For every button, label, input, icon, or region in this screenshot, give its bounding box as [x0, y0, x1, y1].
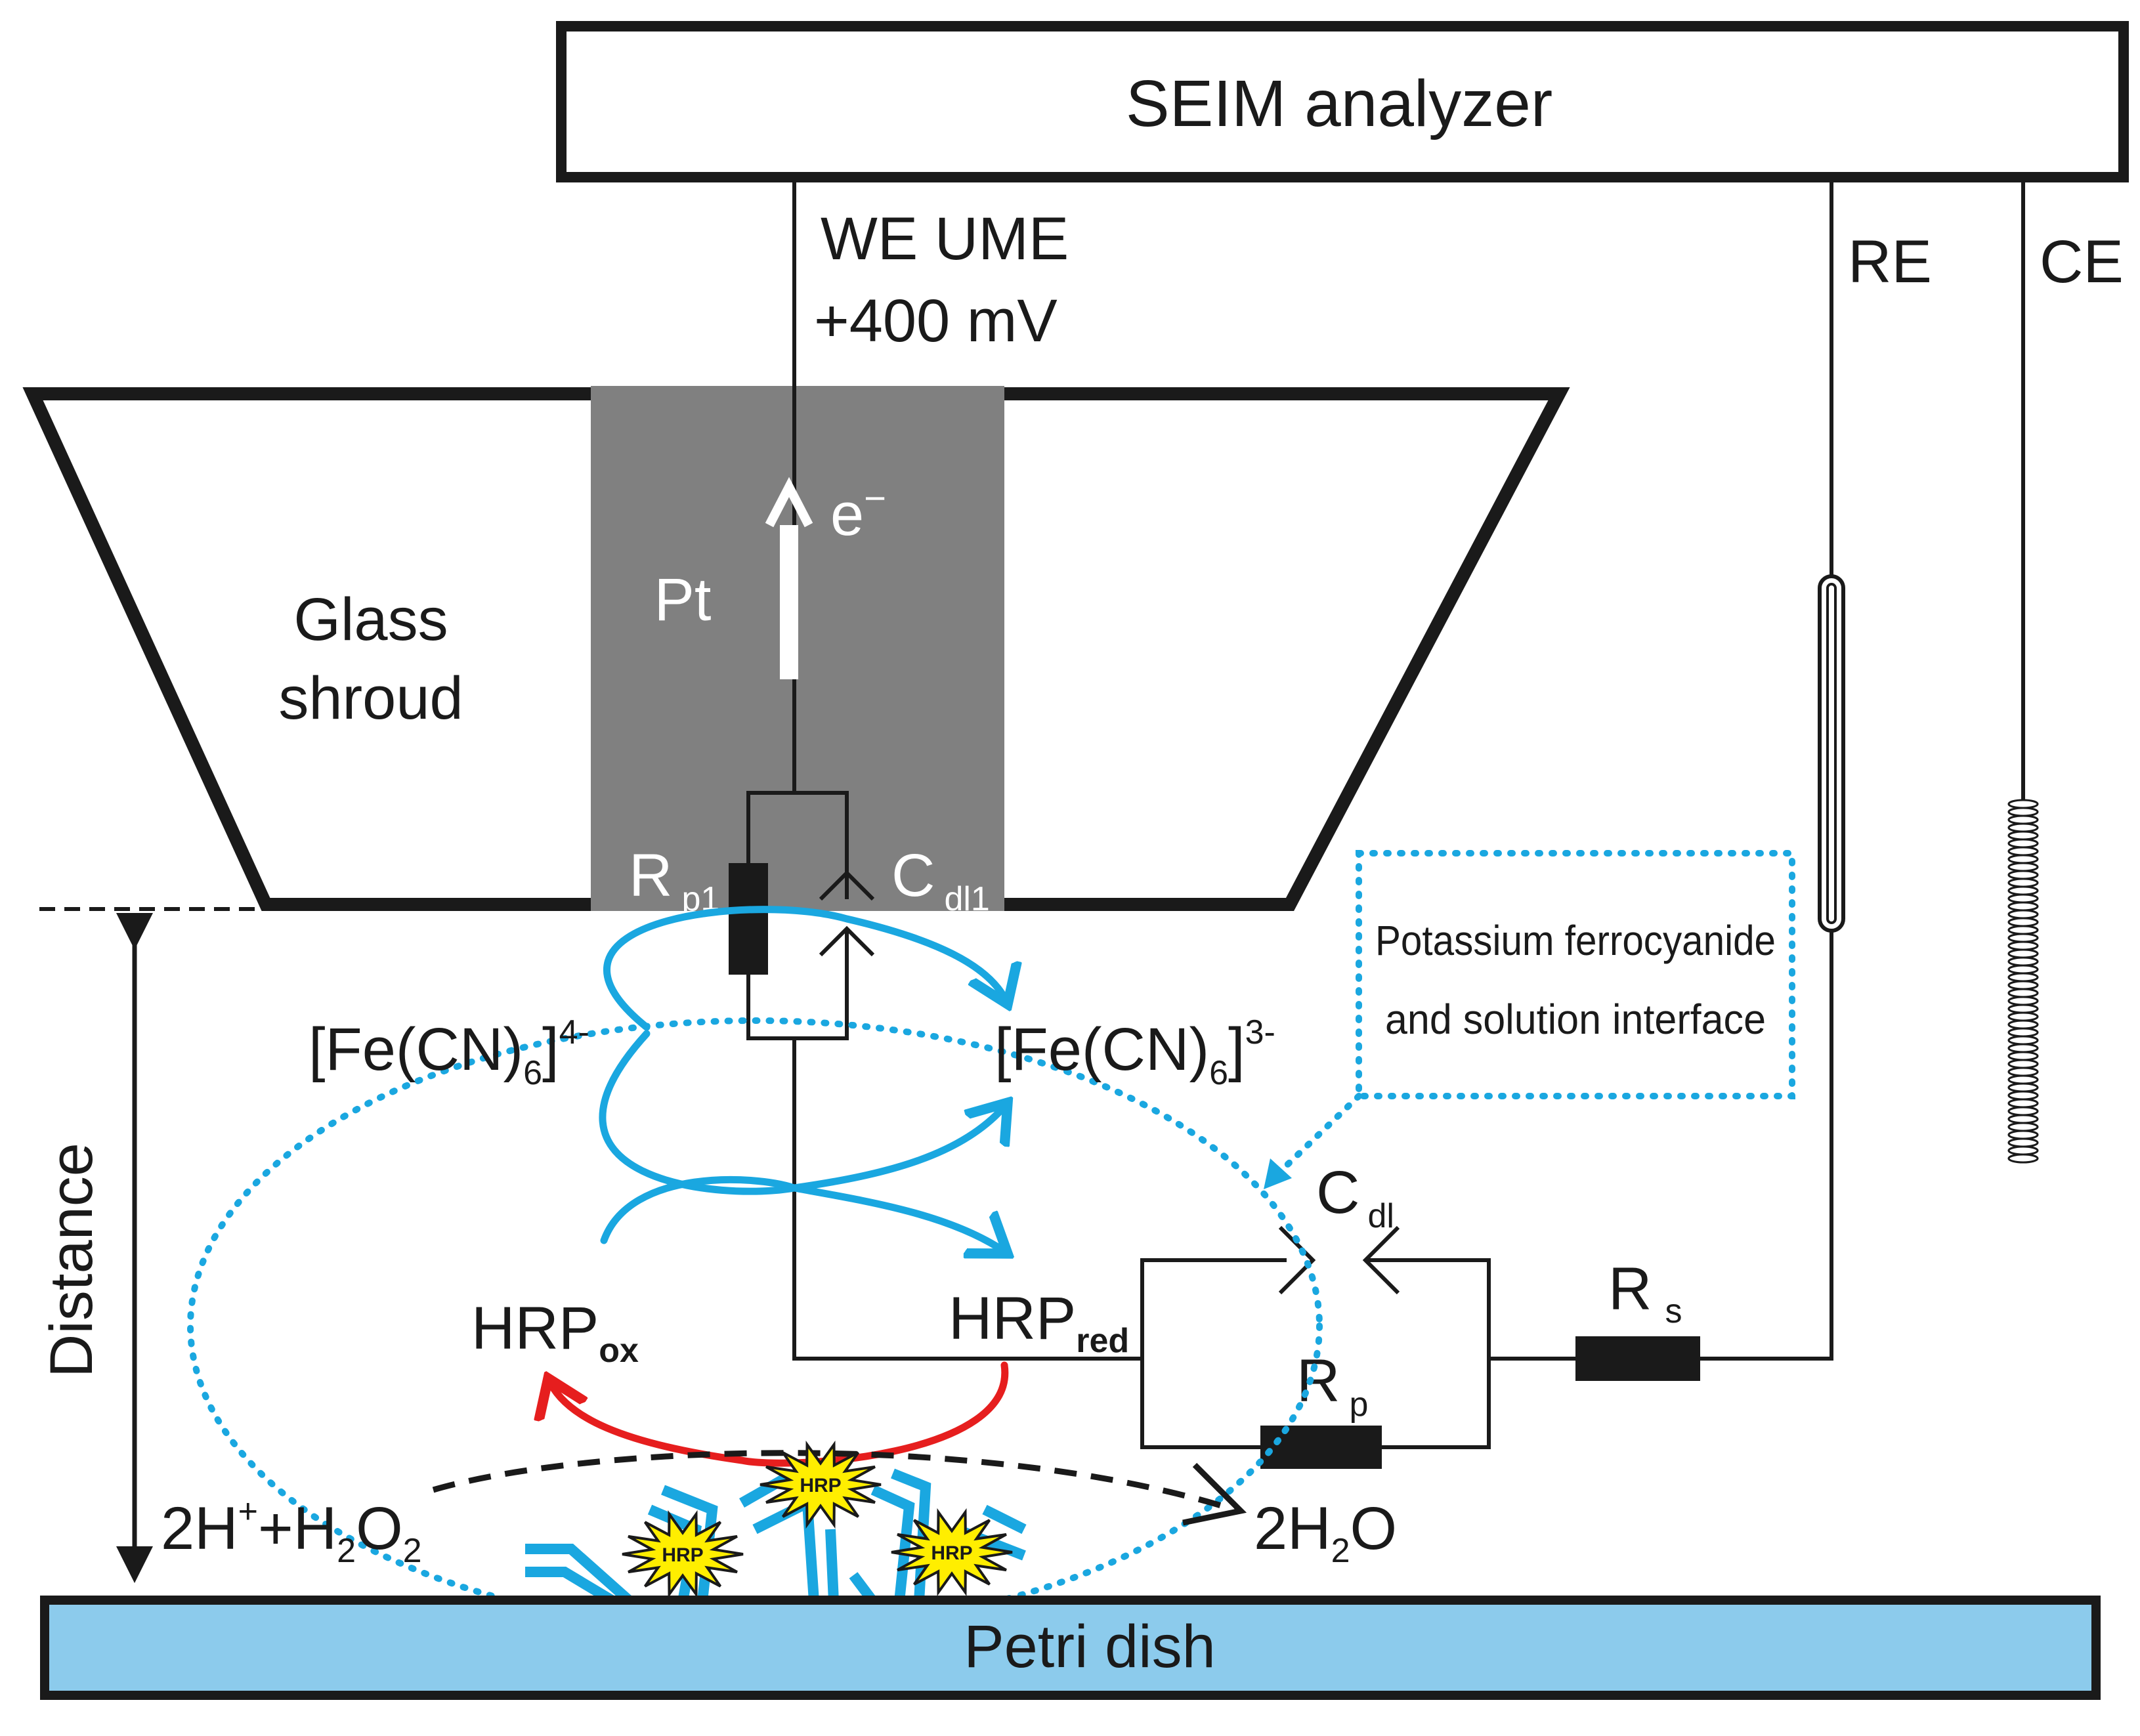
coil-turn	[2007, 972, 2039, 983]
interface-callout-line2: and solution interface	[1385, 996, 1766, 1043]
hrp-star-label: HRP	[662, 1544, 703, 1566]
rp1-resistor	[729, 863, 768, 975]
counter-electrode-coil	[2007, 799, 2039, 1164]
coil-turn	[2007, 956, 2039, 967]
peroxide-reaction-arrow	[432, 1450, 1235, 1513]
shroud-label-line2: shroud	[278, 665, 463, 732]
ferricyanide-label: [Fe(CN)6]3-	[995, 1013, 1275, 1092]
coil-turn	[2007, 799, 2039, 809]
shroud-label-line1: Glass	[293, 586, 448, 653]
coil-turn	[2007, 1090, 2039, 1101]
coil-turn	[2007, 901, 2039, 912]
petri-dish	[40, 1596, 2101, 1700]
interface-callout-pointer	[1273, 1093, 1362, 1178]
coil-turn	[2007, 925, 2039, 935]
coil-turn	[2007, 1027, 2039, 1038]
coil-turn	[2007, 1122, 2039, 1132]
coil-turn	[2007, 862, 2039, 872]
coil-turn	[2007, 1145, 2039, 1156]
coil-turn	[2007, 1153, 2039, 1164]
rs-resistor	[1575, 1336, 1700, 1381]
coil-turn	[2007, 822, 2039, 833]
ce-label: CE	[2040, 228, 2124, 295]
hrp-star-burst	[891, 1508, 1013, 1597]
coil-turn	[2007, 1098, 2039, 1109]
reactants-label: 2H++H2O2	[161, 1493, 422, 1570]
coil-turn	[2007, 1043, 2039, 1053]
coil-turn	[2007, 948, 2039, 959]
coil-turn	[2007, 807, 2039, 817]
pt-label: Pt	[654, 566, 712, 633]
coil-turn	[2007, 1035, 2039, 1046]
cdl-rp-circuit	[1140, 925, 1833, 1449]
coil-turn	[2007, 1082, 2039, 1093]
reference-electrode	[1818, 574, 1845, 933]
re-label: RE	[1848, 228, 1932, 295]
seim-analyzer-box: SEIM analyzer	[556, 21, 2129, 182]
coil-turn	[2007, 941, 2039, 951]
coil-turn	[2007, 933, 2039, 943]
coil-turn	[2007, 870, 2039, 880]
coil-turn	[2007, 830, 2039, 841]
coil-turn	[2007, 909, 2039, 920]
coil-turn	[2007, 996, 2039, 1006]
coil-turn	[2007, 1137, 2039, 1148]
hrp-enzymes: HRP HRP HRP	[622, 1440, 1013, 1599]
petri-dish-label: Petri dish	[964, 1613, 1216, 1680]
rp1-cdl1-circuit	[746, 791, 875, 1040]
hrp-star-burst	[622, 1510, 744, 1599]
coil-turn	[2007, 988, 2039, 998]
hrp-ox-label: HRPox	[471, 1295, 639, 1370]
interface-callout-arrowhead	[1264, 1158, 1292, 1189]
hrp-star-label: HRP	[800, 1475, 841, 1496]
electron-flow-arrow	[765, 476, 813, 679]
distance-label: Distance	[38, 1143, 105, 1378]
coil-turn	[2007, 878, 2039, 888]
coil-turn	[2007, 1067, 2039, 1077]
coil-turn	[2007, 1059, 2039, 1069]
coil-turn	[2007, 846, 2039, 857]
interface-callout-line1: Potassium ferrocyanide	[1375, 917, 1776, 964]
peroxide-arrowhead	[1182, 1462, 1247, 1526]
hrp-star-burst	[760, 1440, 882, 1529]
rp-resistor	[1260, 1426, 1382, 1469]
hrp-red-label: HRPred	[949, 1285, 1129, 1360]
coil-turn	[2007, 893, 2039, 904]
coil-turn	[2007, 1051, 2039, 1061]
hrp-star-label: HRP	[931, 1542, 972, 1564]
we-potential-label: +400 mV	[814, 287, 1058, 354]
hrp-reduction-arrow	[548, 1361, 1009, 1467]
seim-analyzer-label: SEIM analyzer	[1126, 67, 1552, 140]
ferrocyanide-label: [Fe(CN)6]4-	[309, 1013, 589, 1092]
coil-turn	[2007, 964, 2039, 975]
coil-turn	[2007, 980, 2039, 990]
coil-turn	[2007, 1019, 2039, 1030]
redox-cycle-arrows	[599, 906, 1008, 1254]
coil-turn	[2007, 917, 2039, 927]
coil-turn	[2007, 885, 2039, 896]
interface-callout-box	[1356, 850, 1795, 1099]
coil-turn	[2007, 1011, 2039, 1022]
coil-turn	[2007, 838, 2039, 849]
coil-turn	[2007, 1004, 2039, 1014]
we-ume-label: WE UME	[821, 205, 1069, 272]
product-label: 2H2O	[1254, 1495, 1397, 1570]
coil-turn	[2007, 854, 2039, 864]
coil-turn	[2007, 815, 2039, 825]
coil-turn	[2007, 1130, 2039, 1140]
coil-turn	[2007, 1114, 2039, 1124]
electron-label: e−	[830, 477, 886, 548]
coil-turn	[2007, 1074, 2039, 1085]
coil-turn	[2007, 1106, 2039, 1116]
interface-zone-outline	[187, 1017, 1323, 1596]
central-wire	[792, 1038, 1142, 1361]
